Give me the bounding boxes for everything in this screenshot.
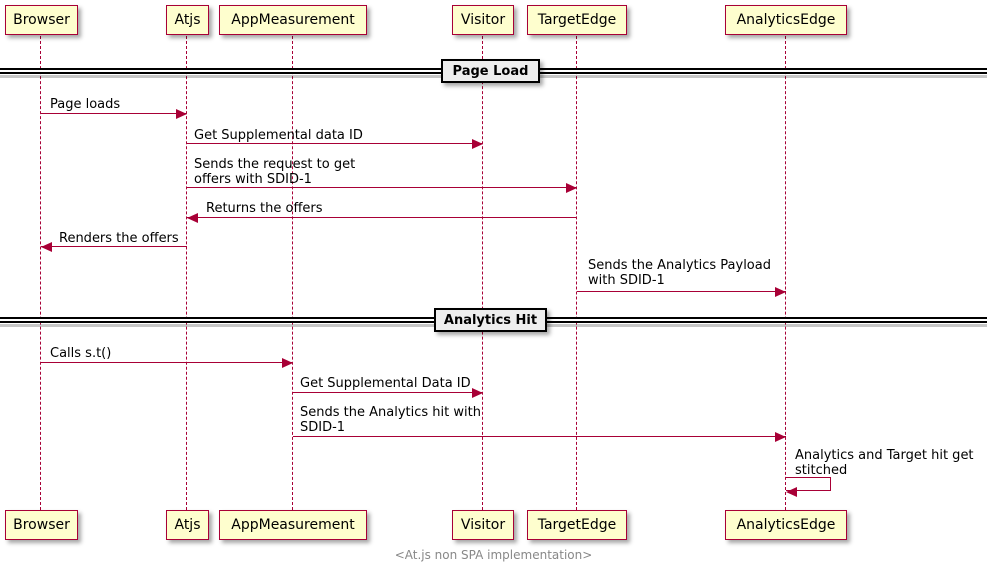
participant-label: TargetEdge — [537, 517, 617, 533]
message-label-m1: Page loads — [50, 97, 121, 112]
participant-label: Browser — [13, 517, 70, 533]
participant-analyticsedge-bottom[interactable]: AnalyticsEdge — [725, 510, 847, 540]
message-line-m6 — [577, 291, 786, 292]
lifeline-atjs — [186, 36, 188, 510]
participant-browser-bottom[interactable]: Browser — [5, 510, 78, 540]
participant-browser-top[interactable]: Browser — [5, 5, 78, 35]
message-line-m1 — [41, 113, 187, 114]
lifeline-visitor — [482, 36, 484, 510]
message-arrowhead-m5 — [41, 241, 52, 252]
message-arrowhead-m7 — [282, 357, 293, 368]
message-line-m8 — [293, 392, 483, 393]
self-message-label-m10: Analytics and Target hit get stitched — [795, 448, 974, 478]
message-arrowhead-m3 — [566, 182, 577, 193]
participant-label: Atjs — [174, 12, 201, 28]
participant-appmeasurement-top[interactable]: AppMeasurement — [219, 5, 367, 35]
divider-label-analytics-hit: Analytics Hit — [434, 308, 547, 332]
message-line-m2 — [187, 143, 483, 144]
message-arrowhead-m4 — [187, 212, 198, 223]
participant-atjs-top[interactable]: Atjs — [166, 5, 209, 35]
message-arrowhead-m6 — [775, 286, 786, 297]
message-label-m9: Sends the Analytics hit with SDID-1 — [300, 405, 481, 435]
message-line-m7 — [41, 362, 293, 363]
participant-visitor-top[interactable]: Visitor — [452, 5, 514, 35]
participant-analyticsedge-top[interactable]: AnalyticsEdge — [725, 5, 847, 35]
message-label-m6: Sends the Analytics Payload with SDID-1 — [588, 258, 771, 288]
message-label-m4: Returns the offers — [206, 201, 323, 216]
divider-label-text: Analytics Hit — [443, 312, 538, 328]
participant-label: TargetEdge — [537, 12, 617, 28]
participant-label: Visitor — [460, 12, 506, 28]
lifeline-appmeasurement — [292, 36, 294, 510]
message-line-m5 — [41, 246, 187, 247]
message-label-m3: Sends the request to get offers with SDI… — [194, 157, 356, 187]
participant-label: AppMeasurement — [231, 517, 355, 533]
participant-label: AppMeasurement — [231, 12, 355, 28]
self-message-arrowhead-m10 — [786, 486, 797, 497]
message-line-m9 — [293, 436, 786, 437]
self-message-loop-m10 — [786, 477, 831, 491]
participant-appmeasurement-bottom[interactable]: AppMeasurement — [219, 510, 367, 540]
message-arrowhead-m2 — [472, 138, 483, 149]
message-line-m3 — [187, 187, 577, 188]
diagram-caption: <At.js non SPA implementation> — [394, 548, 593, 562]
message-label-m7: Calls s.t() — [50, 346, 112, 361]
participant-label: Atjs — [174, 517, 201, 533]
divider-label-page-load: Page Load — [441, 59, 540, 83]
lifeline-analyticsedge — [785, 36, 787, 510]
message-line-m4 — [187, 217, 577, 218]
participant-label: Visitor — [460, 517, 506, 533]
lifeline-browser — [40, 36, 42, 510]
message-arrowhead-m1 — [176, 108, 187, 119]
message-label-m5: Renders the offers — [59, 231, 179, 246]
participant-label: AnalyticsEdge — [736, 517, 836, 533]
participant-label: Browser — [13, 12, 70, 28]
participant-targetedge-top[interactable]: TargetEdge — [527, 5, 627, 35]
participant-label: AnalyticsEdge — [736, 12, 836, 28]
participant-targetedge-bottom[interactable]: TargetEdge — [527, 510, 627, 540]
participant-visitor-bottom[interactable]: Visitor — [452, 510, 514, 540]
message-label-m8: Get Supplemental Data ID — [300, 376, 471, 391]
message-label-m2: Get Supplemental data ID — [194, 128, 363, 143]
lifeline-targetedge — [576, 36, 578, 510]
participant-atjs-bottom[interactable]: Atjs — [166, 510, 209, 540]
message-arrowhead-m9 — [775, 431, 786, 442]
message-arrowhead-m8 — [472, 387, 483, 398]
divider-label-text: Page Load — [452, 63, 529, 79]
